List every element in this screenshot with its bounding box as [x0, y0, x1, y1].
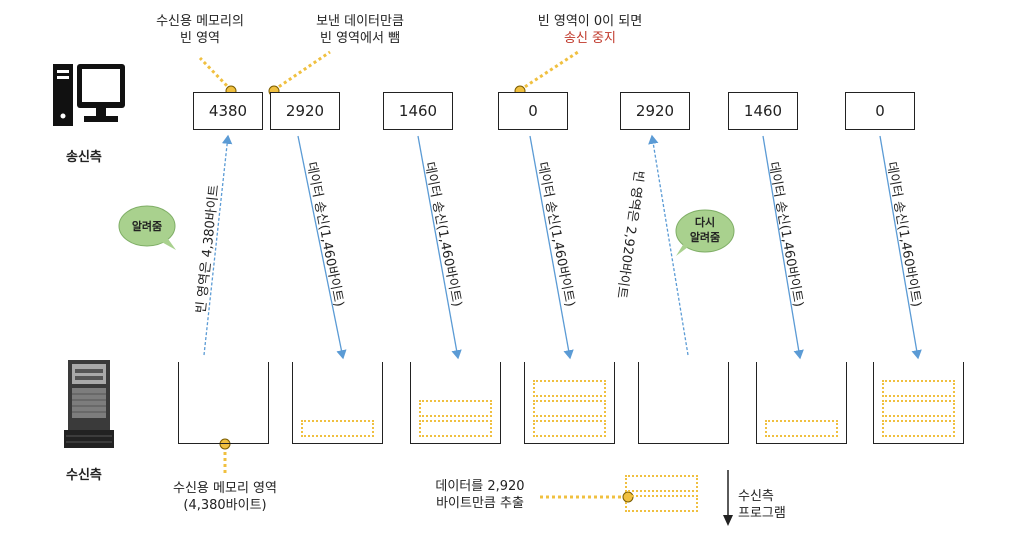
receive-buffer — [756, 362, 847, 444]
buffer-segment — [765, 420, 838, 437]
callout-line-zero — [519, 50, 579, 92]
callout-line-subtract — [273, 50, 331, 92]
window-value-box: 2920 — [270, 92, 340, 130]
window-value-box: 4380 — [193, 92, 263, 130]
buffer-segment — [882, 380, 955, 397]
send-arrow-2 — [417, 135, 462, 360]
buffer-segment — [533, 420, 606, 437]
extract-label: 데이터를 2,920 바이트만큼 추출 — [435, 479, 525, 511]
buffer-segment — [882, 400, 955, 417]
send-arrow-5 — [879, 135, 922, 360]
receive-buffer — [524, 362, 615, 444]
receive-buffer — [638, 362, 729, 444]
sender-label: 송신측 — [66, 150, 102, 165]
window-value-box: 0 — [498, 92, 568, 130]
buffer-segment — [301, 420, 374, 437]
buffer-segment — [419, 400, 492, 417]
buffer-segment — [533, 400, 606, 417]
speech-bubble-notify: 알려줌 — [118, 204, 180, 252]
window-value-box: 1460 — [383, 92, 453, 130]
receiver-label: 수신측 — [66, 468, 102, 483]
send-arrow-1 — [297, 135, 347, 360]
callout-recv-space: 수신용 메모리의 빈 영역 — [156, 14, 244, 46]
callout-line-recv — [198, 56, 233, 92]
extracted-data — [625, 475, 700, 521]
memory-area-label: 수신용 메모리 영역 (4,380바이트) — [173, 481, 277, 513]
window-value-box: 1460 — [728, 92, 798, 130]
send-arrow-4 — [762, 135, 804, 360]
buffer-segment — [533, 380, 606, 397]
window-value-box: 2920 — [620, 92, 690, 130]
send-arrow-3 — [529, 135, 574, 360]
speech-bubble-notify-again: 다시 알려줌 — [672, 208, 736, 258]
buffer-segment — [625, 475, 698, 492]
receiver-program-label: 수신측 프로그램 — [738, 489, 786, 521]
buffer-segment — [419, 420, 492, 437]
receive-buffer — [873, 362, 964, 444]
desktop-computer-icon — [50, 62, 130, 134]
notify-arrow-2 — [648, 134, 689, 356]
receive-buffer — [410, 362, 501, 444]
notify-arrow-1 — [203, 134, 233, 356]
server-tower-icon — [62, 360, 118, 452]
callout-subtract: 보낸 데이터만큼 빈 영역에서 뺌 — [316, 14, 404, 46]
buffer-segment — [882, 420, 955, 437]
buffer-segment — [625, 495, 698, 512]
program-arrow-head — [723, 515, 733, 526]
callout-dot — [219, 438, 231, 450]
callout-zero: 빈 영역이 0이 되면 송신 중지 — [537, 14, 643, 46]
window-value-box: 0 — [845, 92, 915, 130]
receive-buffer — [178, 362, 269, 444]
receive-buffer — [292, 362, 383, 444]
